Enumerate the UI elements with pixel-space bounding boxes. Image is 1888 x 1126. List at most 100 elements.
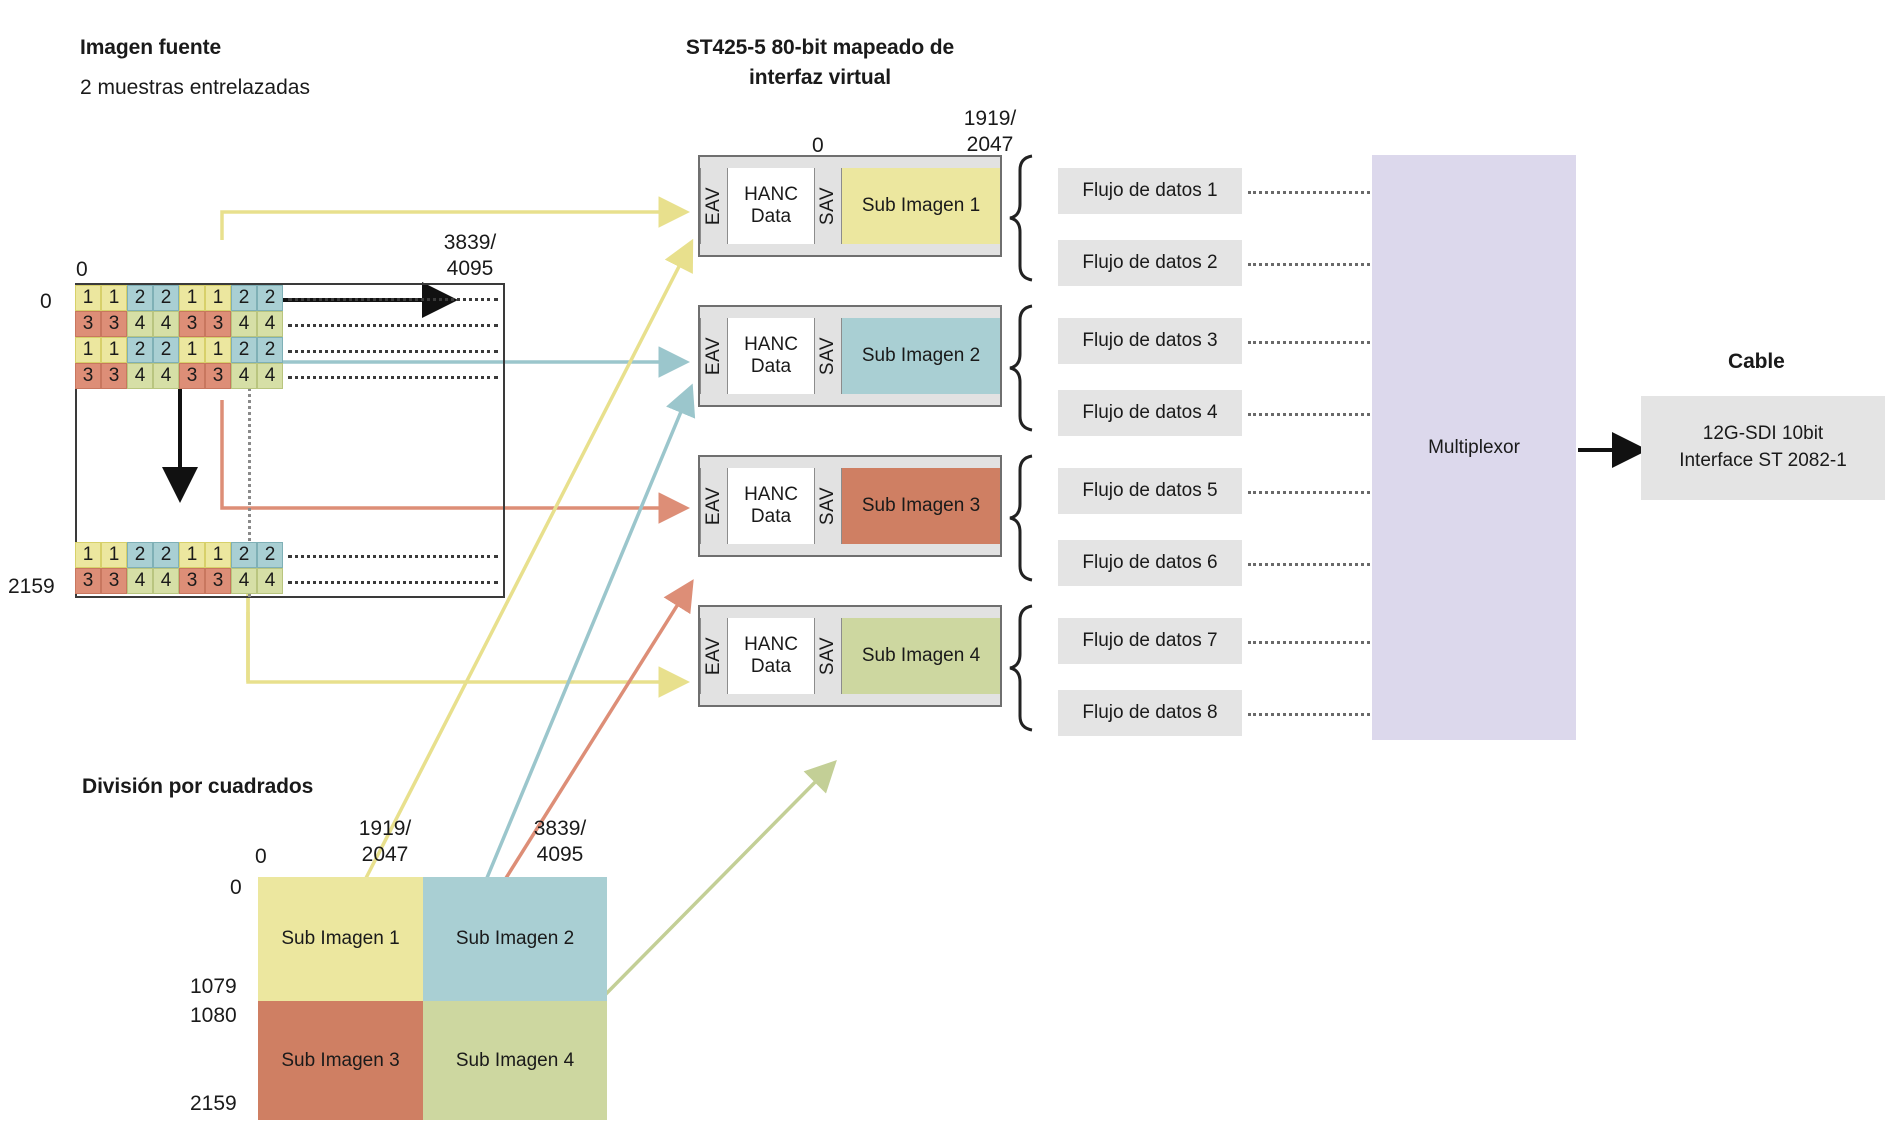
sample-cell: 2	[231, 285, 257, 311]
source-dots-row-5	[288, 581, 498, 584]
sample-cell: 3	[75, 568, 101, 594]
virtual-strip-4[interactable]: EAV HANC Data SAV Sub Imagen 4	[698, 605, 1002, 707]
sample-cell: 2	[127, 285, 153, 311]
sample-cell: 1	[101, 542, 127, 568]
virtual-axis-start-label: 0	[812, 134, 824, 157]
source-title: Imagen fuente	[80, 36, 222, 59]
sample-cell: 1	[75, 285, 101, 311]
cable-line-2: Interface ST 2082-1	[1679, 450, 1847, 471]
strip-2-bottom-band	[700, 394, 1000, 405]
sample-cell: 2	[153, 285, 179, 311]
virtual-strip-2[interactable]: EAV HANC Data SAV Sub Imagen 2	[698, 305, 1002, 407]
strip-4-subimage-label: Sub Imagen 4	[861, 645, 981, 666]
sample-cell: 2	[127, 542, 153, 568]
strip-4-top-band	[700, 607, 1000, 618]
strip-2-sav: SAV	[814, 307, 842, 405]
multiplexor-box[interactable]: Multiplexor	[1372, 155, 1576, 740]
strip-2-eav: EAV	[700, 307, 728, 405]
sample-cell: 4	[231, 568, 257, 594]
source-row-end-label: 2159	[8, 575, 55, 598]
flow-box-7-label: Flujo de datos 7	[1082, 630, 1218, 651]
strip-3-bottom-band	[700, 544, 1000, 555]
sample-cell: 3	[101, 311, 127, 337]
sample-cell: 3	[101, 363, 127, 389]
sample-cell: 1	[205, 337, 231, 363]
sample-cell: 4	[153, 568, 179, 594]
sample-cell: 4	[257, 568, 283, 594]
quadrant-col-end-line2: 4095	[536, 843, 584, 867]
strip-2-hanc: HANC Data	[728, 307, 814, 405]
quadrant-cell-3[interactable]: Sub Imagen 3	[258, 1001, 423, 1120]
sample-cell: 3	[101, 568, 127, 594]
source-dots-row-1	[288, 324, 498, 327]
quadrant-col-end-line1: 3839/	[533, 817, 587, 840]
sample-cell: 4	[231, 363, 257, 389]
flow-box-2[interactable]: Flujo de datos 2	[1058, 240, 1242, 286]
sample-cell: 4	[231, 311, 257, 337]
strip-1-subimage: Sub Imagen 1	[842, 157, 1000, 255]
virtual-strip-1[interactable]: EAV HANC Data SAV Sub Imagen 1	[698, 155, 1002, 257]
quadrant-cell-2[interactable]: Sub Imagen 2	[423, 877, 607, 1001]
flow-box-2-label: Flujo de datos 2	[1082, 252, 1218, 273]
sample-cell: 3	[205, 363, 231, 389]
sample-cell: 4	[127, 363, 153, 389]
flow-box-5[interactable]: Flujo de datos 5	[1058, 468, 1242, 514]
sample-cell: 3	[205, 568, 231, 594]
brace-group-1	[1009, 154, 1033, 282]
sample-cell: 1	[179, 337, 205, 363]
brace-group-3	[1009, 454, 1033, 582]
flow-box-1-label: Flujo de datos 1	[1082, 180, 1218, 201]
sample-cell: 1	[205, 285, 231, 311]
sample-cell: 3	[205, 311, 231, 337]
quadrant-row-0-label: 0	[230, 876, 242, 899]
strip-4-subimage: Sub Imagen 4	[842, 607, 1000, 705]
strip-4-sav: SAV	[814, 607, 842, 705]
sample-cell: 1	[179, 285, 205, 311]
strip-1-hanc-line1: HANC	[744, 184, 798, 206]
flow-box-4[interactable]: Flujo de datos 4	[1058, 390, 1242, 436]
flow-box-8[interactable]: Flujo de datos 8	[1058, 690, 1242, 736]
strip-4-hanc-line1: HANC	[744, 634, 798, 656]
brace-group-4	[1009, 604, 1033, 732]
multiplexor-label: Multiplexor	[1428, 436, 1520, 458]
flow-box-6[interactable]: Flujo de datos 6	[1058, 540, 1242, 586]
quadrant-row-1079-label: 1079	[190, 975, 237, 998]
sample-cell: 4	[127, 311, 153, 337]
strip-3-hanc: HANC Data	[728, 457, 814, 555]
flow-box-3[interactable]: Flujo de datos 3	[1058, 318, 1242, 364]
cable-box[interactable]: 12G-SDI 10bit Interface ST 2082-1	[1641, 396, 1885, 500]
sample-cell: 3	[75, 363, 101, 389]
source-col-end-label: 3839/ 4095	[430, 230, 510, 283]
quadrant-cell-1[interactable]: Sub Imagen 1	[258, 877, 423, 1001]
flow-box-6-label: Flujo de datos 6	[1082, 552, 1218, 573]
strip-4-eav-label: EAV	[703, 636, 724, 676]
source-subtitle: 2 muestras entrelazadas	[80, 76, 310, 99]
sample-cell: 3	[179, 568, 205, 594]
strip-2-subimage: Sub Imagen 2	[842, 307, 1000, 405]
quadrant-cell-1-label: Sub Imagen 1	[281, 928, 400, 949]
flow-box-3-label: Flujo de datos 3	[1082, 330, 1218, 351]
source-dots-row-3	[288, 376, 498, 379]
quadrant-col-mid-line1: 1919/	[358, 817, 412, 840]
sample-cell: 2	[153, 337, 179, 363]
source-raster-frame	[75, 283, 505, 598]
sample-cell: 1	[101, 337, 127, 363]
strip-3-top-band	[700, 457, 1000, 468]
flow-box-4-label: Flujo de datos 4	[1082, 402, 1218, 423]
source-dots-row-0	[288, 298, 498, 301]
quadrant-col-0-label: 0	[255, 845, 267, 868]
strip-3-eav: EAV	[700, 457, 728, 555]
quadrant-col-mid-label: 1919/ 2047	[340, 816, 430, 869]
strip-4-sav-label: SAV	[817, 636, 838, 676]
sample-cell: 1	[179, 542, 205, 568]
virtual-strip-3[interactable]: EAV HANC Data SAV Sub Imagen 3	[698, 455, 1002, 557]
flow-box-1[interactable]: Flujo de datos 1	[1058, 168, 1242, 214]
quadrant-cell-4[interactable]: Sub Imagen 4	[423, 1001, 607, 1120]
strip-2-top-band	[700, 307, 1000, 318]
flow-box-7[interactable]: Flujo de datos 7	[1058, 618, 1242, 664]
sample-cell: 1	[101, 285, 127, 311]
flow-dots-7	[1248, 641, 1376, 644]
strip-3-eav-label: EAV	[703, 486, 724, 526]
